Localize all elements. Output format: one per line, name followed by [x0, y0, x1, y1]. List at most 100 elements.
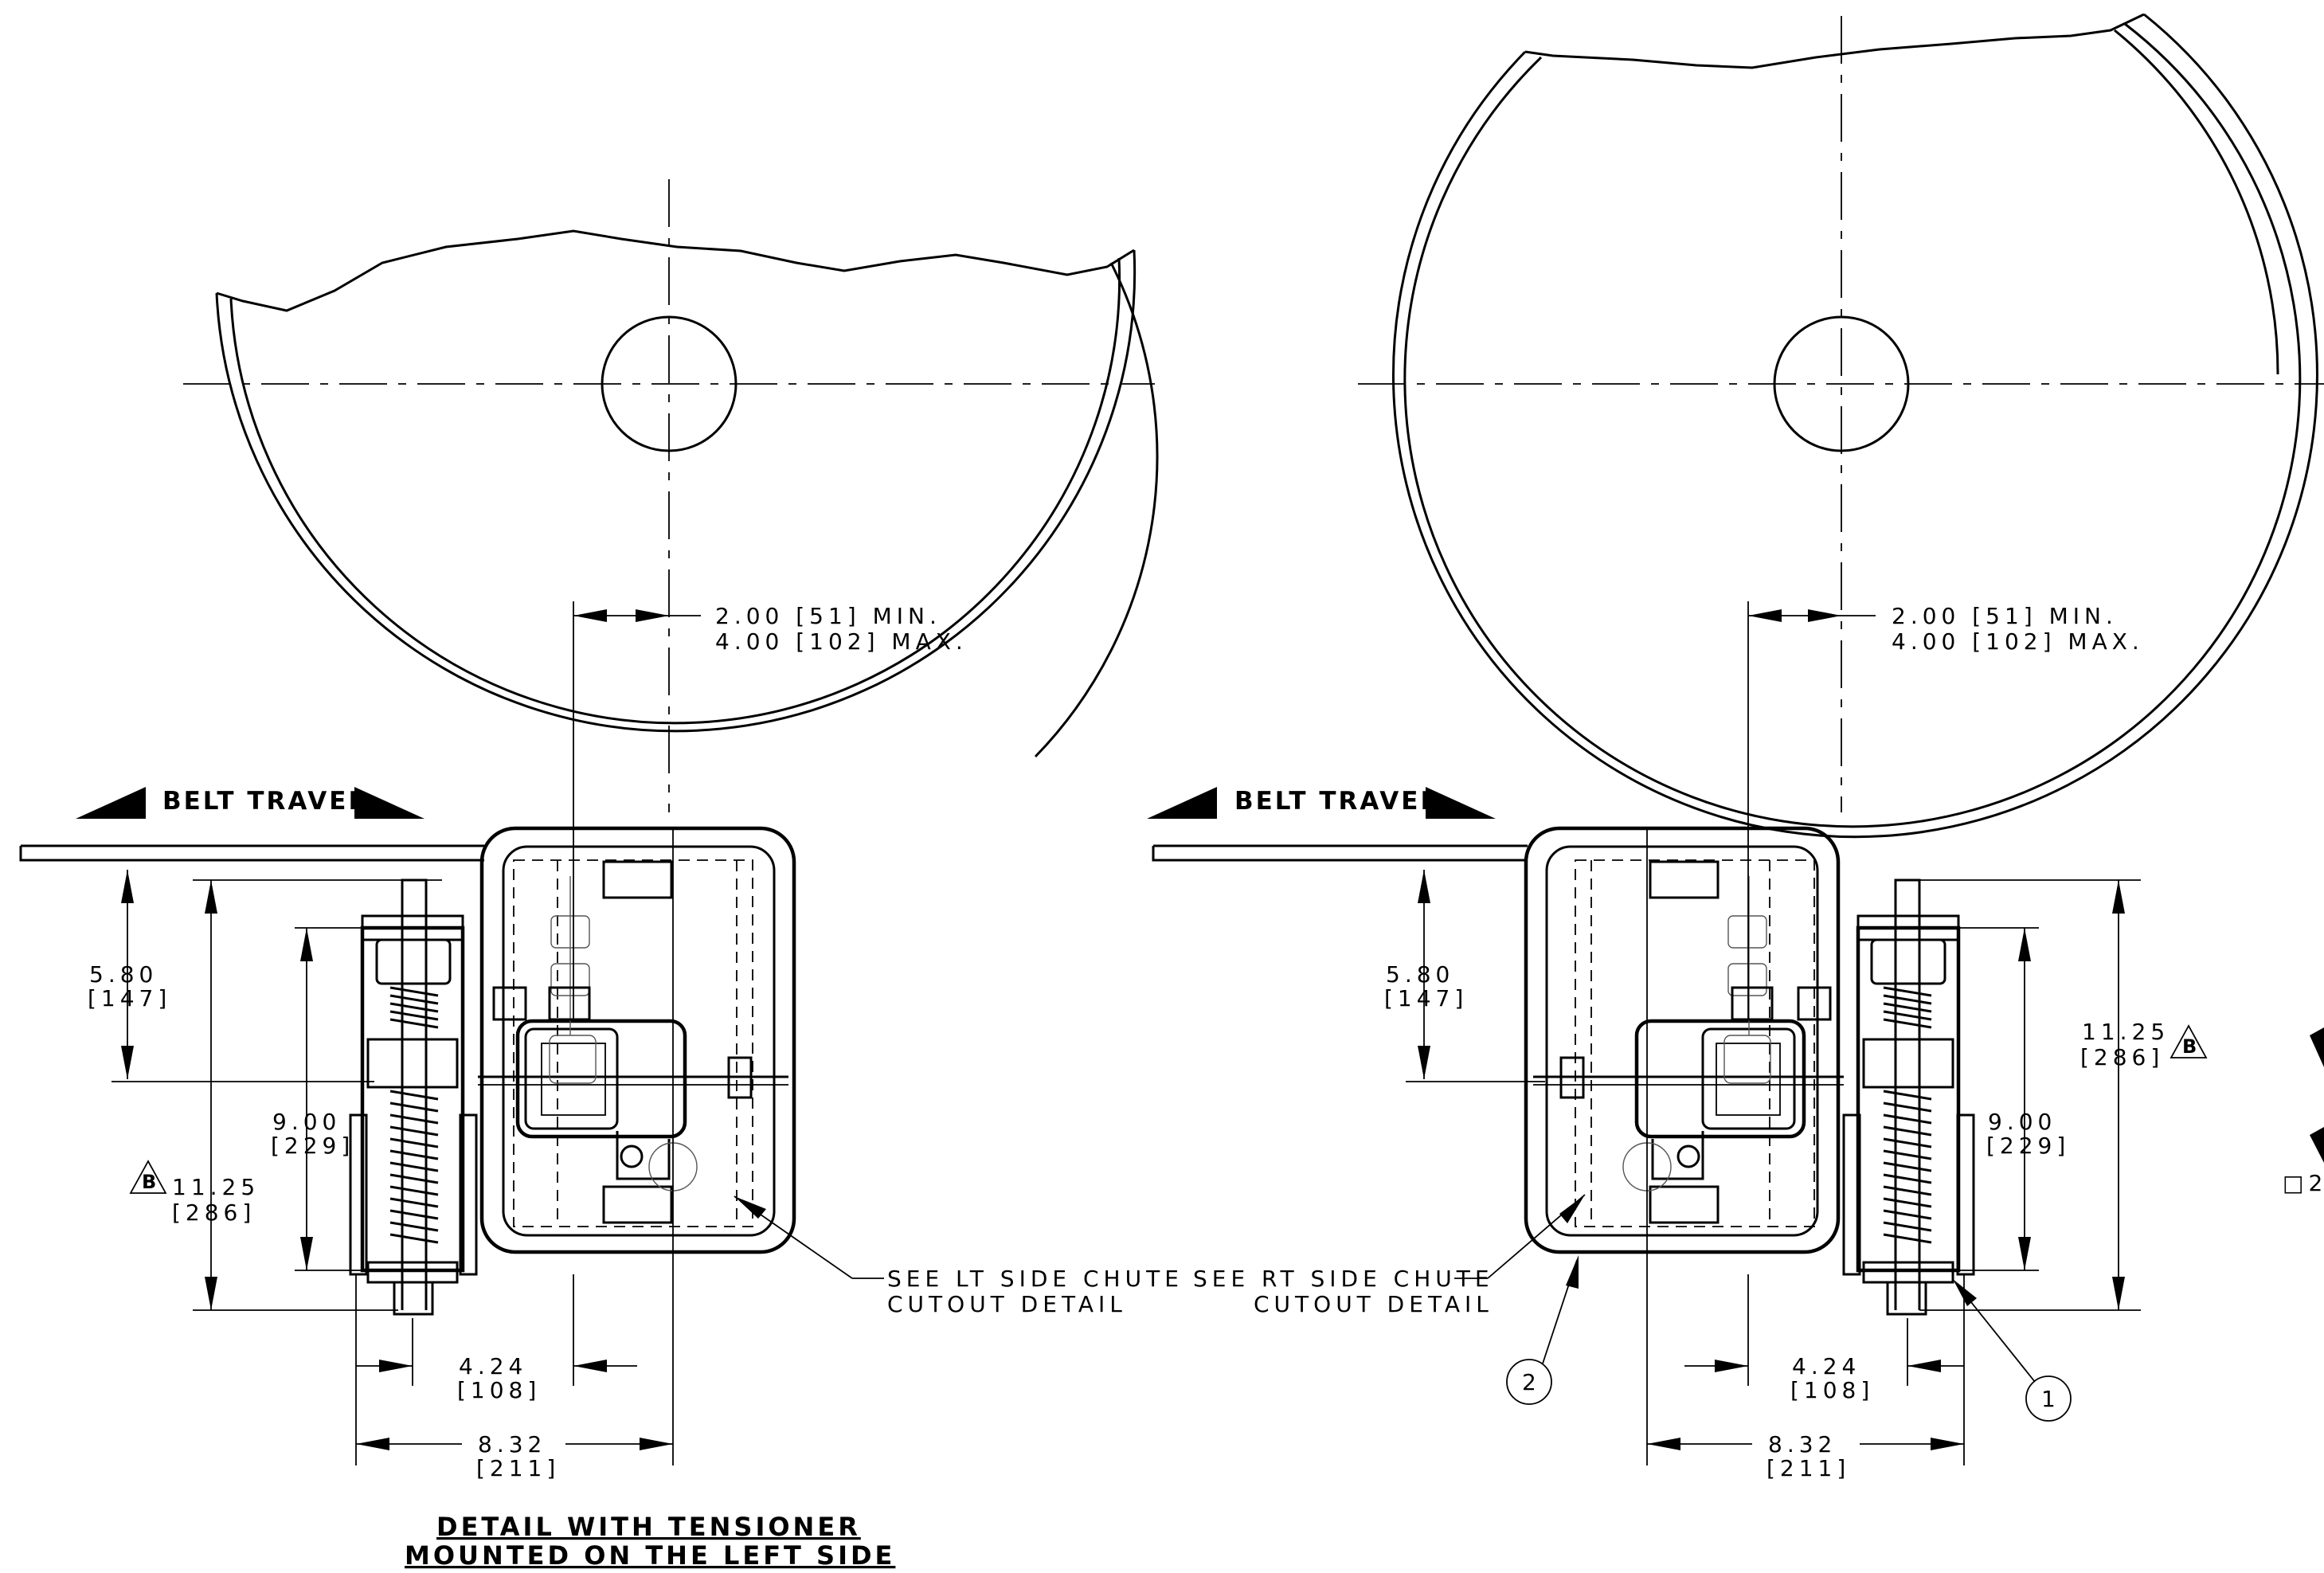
- left-dim580-mm: [147]: [88, 985, 171, 1011]
- left-dim424-arrow-b: [573, 1360, 607, 1372]
- right-pulley: [1358, 13, 2324, 839]
- right-belt-line: [1152, 846, 1528, 862]
- left-belt-travel-arrow-left: [76, 787, 146, 819]
- right-chute-leader-arrow: [1559, 1195, 1585, 1223]
- left-dimensions: 2.00 [51] MIN. 4.00 [102] MAX. 5.80 [147…: [88, 601, 968, 1481]
- right-housing: [1524, 826, 1844, 1254]
- left-belt-travel: BELT TRAVEL: [76, 787, 425, 819]
- right-view: BELT TRAVEL: [1147, 13, 2324, 1481]
- right-chute-note-line2: CUTOUT DETAIL: [1254, 1291, 1493, 1317]
- left-dim1125-arrow-a: [205, 880, 217, 914]
- right-pulley-outer-rim: [1392, 13, 2318, 839]
- left-dim1125: 11.25: [172, 1174, 260, 1200]
- right-mount-block-inner: [1716, 1043, 1781, 1116]
- right-dim1125-arrow-b: [2112, 1277, 2125, 1310]
- left-fittings: [549, 876, 698, 1191]
- right-pulley-lagging-line: [2114, 29, 2279, 375]
- right-dim580-arrow-a: [1418, 870, 1430, 903]
- left-chute-note-line1: SEE LT SIDE CHUTE: [887, 1266, 1184, 1292]
- left-view: BELT TRAVEL: [19, 179, 1184, 1571]
- left-pulley-break-line: [216, 229, 1135, 312]
- left-offset-max: 4.00 [102] MAX.: [715, 628, 968, 655]
- left-chute-note-line2: CUTOUT DETAIL: [887, 1291, 1127, 1317]
- right-tensioner-upper-block: [1870, 938, 1946, 985]
- right-dim900-mm: [229]: [1986, 1133, 2070, 1159]
- right-housing-inner: [1545, 845, 1819, 1237]
- left-belt-travel-label: BELT TRAVEL: [162, 787, 366, 816]
- left-rev-triangle: [129, 1160, 167, 1194]
- left-belt: [19, 844, 484, 862]
- left-dim580-arrow-b: [121, 1046, 134, 1079]
- left-dim832: 8.32: [478, 1431, 546, 1458]
- right-dim832: 8.32: [1768, 1431, 1837, 1458]
- edge-arrow-top: [2310, 1027, 2324, 1067]
- right-dim424-mm: [108]: [1790, 1377, 1874, 1403]
- right-tensioner: [1842, 878, 1975, 1316]
- left-dim424-mm: [108]: [457, 1377, 541, 1403]
- left-mount-block: [524, 1027, 619, 1130]
- left-tensioner-spring: [389, 986, 439, 1244]
- left-offset-min: 2.00 [51] MIN.: [715, 603, 941, 629]
- left-mount-block-inner: [541, 1043, 606, 1116]
- left-dim832-arrow-a: [356, 1438, 389, 1450]
- left-dim580-arrow-a: [121, 870, 134, 903]
- right-housing-outer: [1524, 826, 1841, 1254]
- right-mount-hole: [1676, 1145, 1700, 1168]
- right-balloon-1: 1: [1953, 1279, 2072, 1422]
- right-dim580-arrow-b: [1418, 1046, 1430, 1079]
- right-tensioner-top-rod: [1894, 878, 1921, 918]
- right-dim424-arrow-a: [1715, 1360, 1748, 1372]
- left-pulley: [183, 179, 1159, 812]
- left-dim900: 9.00: [272, 1109, 341, 1135]
- left-dim832-mm: [211]: [476, 1455, 560, 1481]
- right-belt-travel: BELT TRAVEL: [1147, 787, 1496, 819]
- edge-arrow-bottom: [2310, 1127, 2324, 1163]
- right-belt-travel-label: BELT TRAVEL: [1234, 787, 1438, 816]
- right-bolt-head-2: [1731, 986, 1774, 1021]
- left-tensioner: [349, 878, 478, 1316]
- right-offset-min: 2.00 [51] MIN.: [1892, 603, 2118, 629]
- right-pulley-inner-rim: [1403, 22, 2302, 828]
- left-dim900-arrow-b: [300, 1237, 313, 1270]
- right-chute-note: SEE RT SIDE CHUTE CUTOUT DETAIL: [1193, 1194, 1586, 1317]
- right-dim580: 5.80: [1386, 961, 1454, 988]
- right-housing-hidden-outline: [1575, 859, 1815, 1227]
- right-tensioner-side-plate: [1842, 1113, 1861, 1276]
- balloon-1-circle: [2025, 1375, 2072, 1422]
- left-tensioner-bottom-nut: [393, 1281, 434, 1316]
- balloon-1-arrow: [1953, 1279, 1977, 1306]
- left-title-line2: MOUNTED ON THE LEFT SIDE: [405, 1540, 895, 1571]
- left-pulley-outer-rim: [215, 249, 1137, 733]
- left-housing-slot-top: [602, 860, 673, 899]
- left-dim900-mm: [229]: [271, 1133, 354, 1159]
- left-tensioner-top-rod: [401, 878, 428, 918]
- left-tensioner-side-plate-2: [459, 1113, 478, 1276]
- left-housing-inner: [502, 845, 776, 1237]
- balloon-2-circle: [1506, 1359, 1552, 1405]
- right-shaft-nut: [1559, 1056, 1585, 1099]
- left-housing-hidden-outline: [513, 859, 753, 1227]
- left-mount-hole: [620, 1145, 644, 1168]
- edge-fragment-text: □2: [2283, 1170, 2324, 1196]
- right-tensioner-clamp: [1862, 1038, 1954, 1089]
- right-belt-travel-arrow-left: [1147, 787, 1217, 819]
- left-tensioner-bottom-cap: [366, 1261, 459, 1284]
- left-rev-marker: B: [142, 1171, 156, 1193]
- left-tensioner-clamp: [366, 1038, 459, 1089]
- right-housing-slot-bottom: [1649, 1185, 1720, 1224]
- left-title: DETAIL WITH TENSIONER MOUNTED ON THE LEF…: [405, 1512, 895, 1571]
- right-dim900-arrow-a: [2018, 928, 2031, 961]
- right-dim832-mm: [211]: [1766, 1455, 1850, 1481]
- left-mount-plate: [515, 1019, 687, 1139]
- right-dim900-arrow-b: [2018, 1237, 2031, 1270]
- left-offset-arrow-b: [636, 609, 669, 622]
- right-dim832-arrow-a: [1647, 1438, 1680, 1450]
- left-pulley-inner-rim: [229, 257, 1121, 725]
- left-title-line1: DETAIL WITH TENSIONER: [436, 1512, 861, 1542]
- right-chute-note-line1: SEE RT SIDE CHUTE: [1193, 1266, 1494, 1292]
- right-rev-triangle: [2169, 1024, 2208, 1058]
- left-dim832-arrow-b: [640, 1438, 673, 1450]
- left-belt-line: [19, 846, 484, 862]
- right-tensioner-frame: [1856, 925, 1961, 1273]
- left-dim424-arrow-a: [379, 1360, 413, 1372]
